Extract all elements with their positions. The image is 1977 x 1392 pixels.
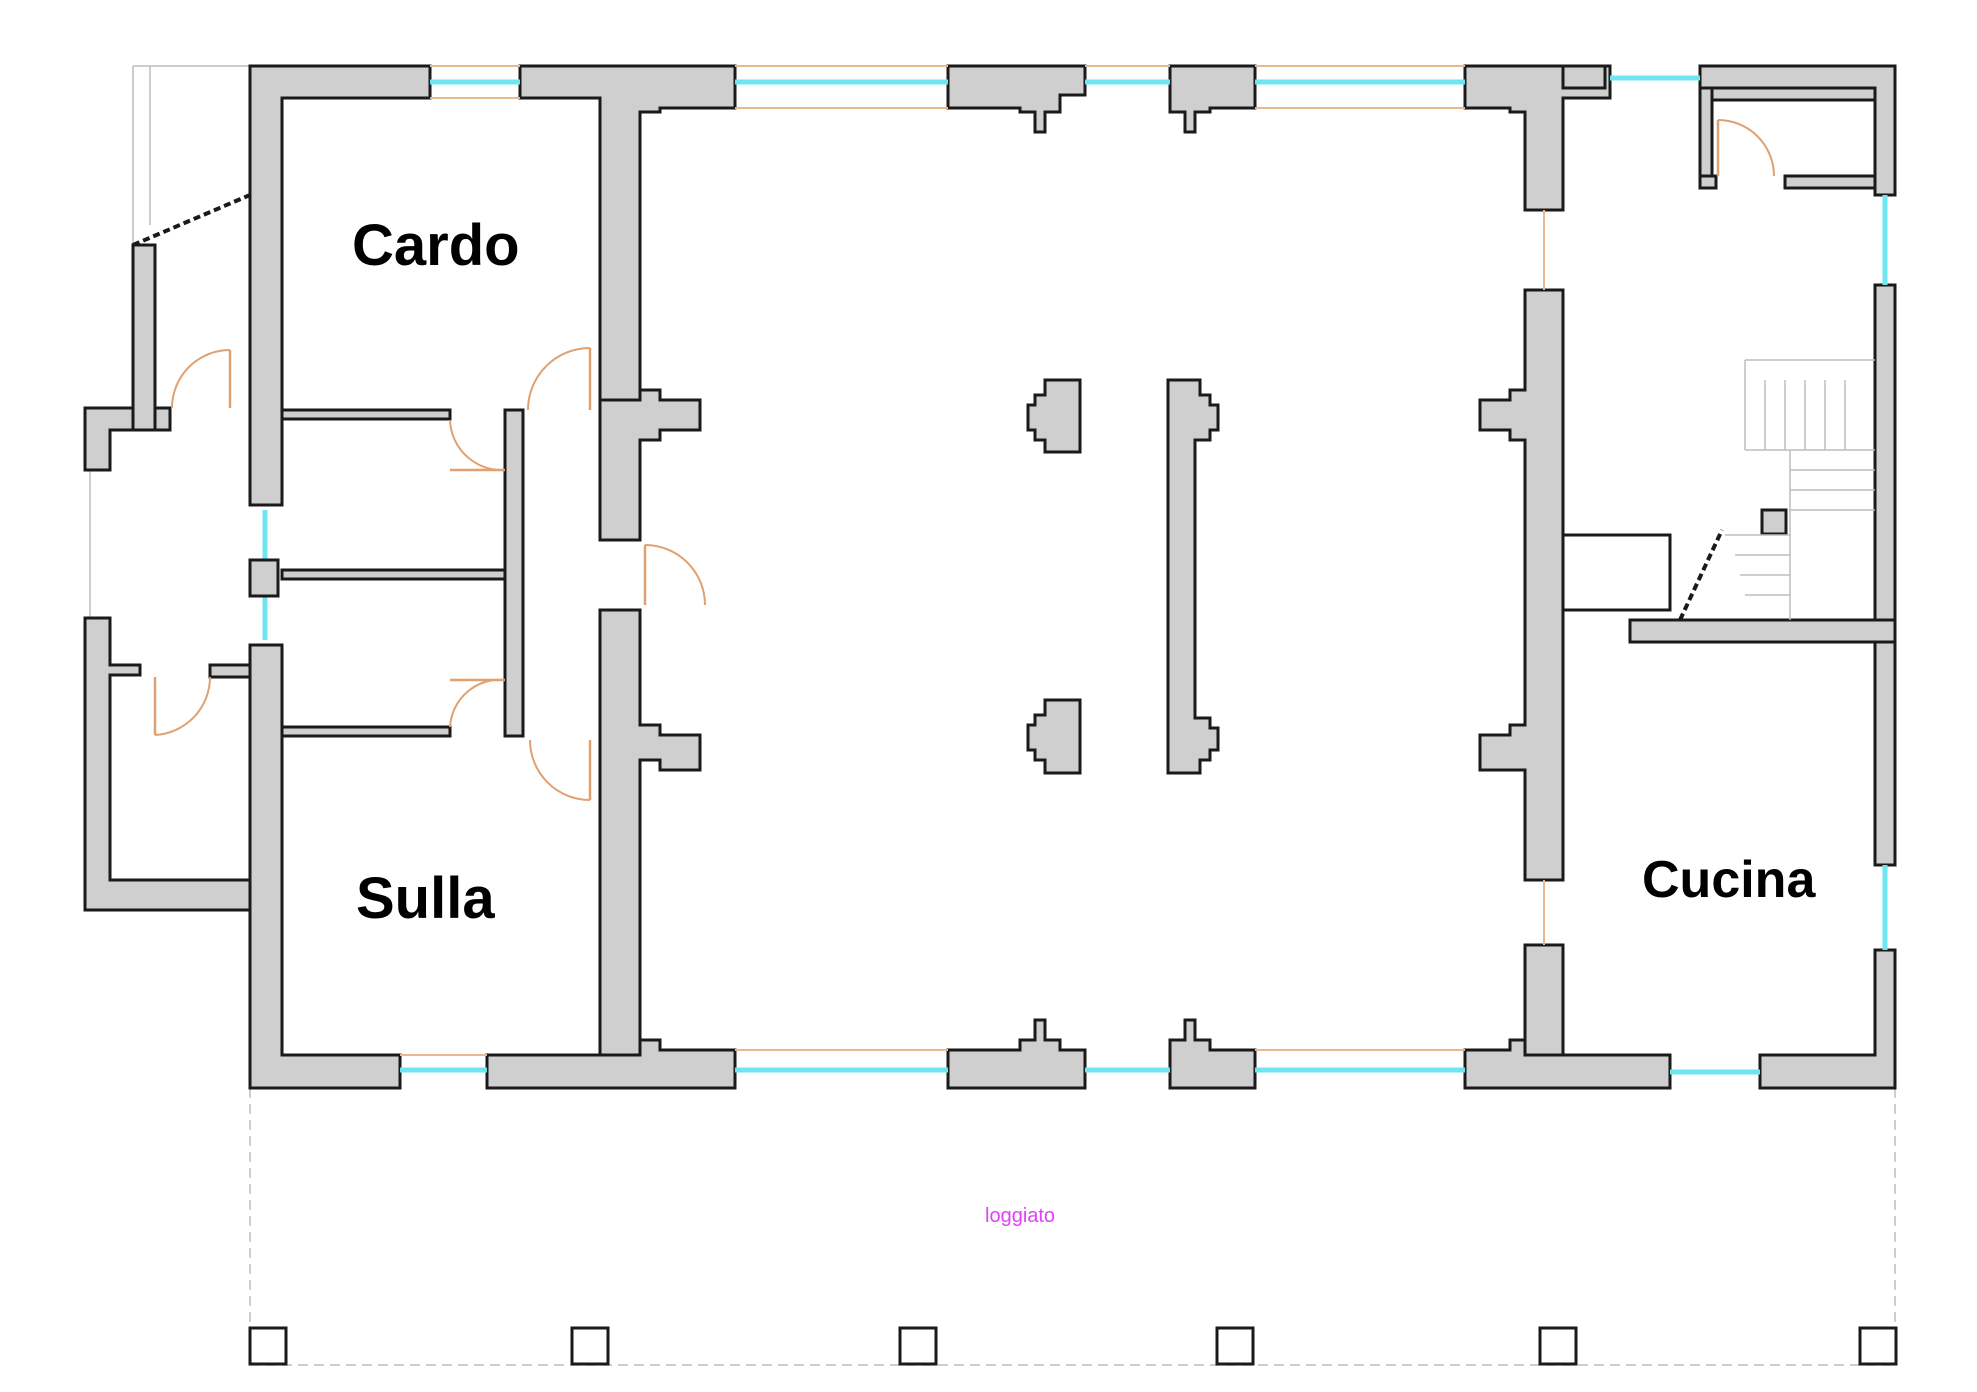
door-hall-west <box>643 544 706 606</box>
partition-vertical <box>503 408 525 738</box>
closet-wall-left <box>1698 86 1714 190</box>
room-label-sulla: Sulla <box>356 866 495 931</box>
door-annex-top <box>171 349 232 409</box>
closet-wall-bottom-a <box>1698 174 1718 190</box>
door-annex-bottom <box>153 676 212 736</box>
kitchen-wall-top <box>1628 618 1897 644</box>
room-label-cardo: Cardo <box>352 213 520 278</box>
column-lower-left <box>1026 698 1082 775</box>
partition-lower <box>280 725 452 738</box>
column-upper-left <box>1026 378 1082 454</box>
wall-bottom-pier-1 <box>946 1018 1087 1090</box>
wall-bottom-right <box>1463 948 1672 1090</box>
portico-post <box>898 1326 938 1366</box>
wall-east-hall <box>1478 288 1565 882</box>
door-corridor-lower <box>449 678 506 728</box>
wall-top-left-a <box>248 64 432 507</box>
right-wing <box>1561 86 1897 644</box>
partition-mid <box>280 568 509 581</box>
stair-newel <box>1760 508 1788 536</box>
wall-top-left-b <box>518 64 737 542</box>
wall-top-right-b <box>1561 64 1607 90</box>
wall-bottom-far-right <box>1758 948 1897 1090</box>
column-center-long <box>1166 378 1220 775</box>
doors <box>153 119 1775 801</box>
annex-wall-bottom <box>83 616 252 912</box>
portico-post <box>248 1326 288 1366</box>
wall-right-mid <box>1873 283 1897 867</box>
room-label-cucina: Cucina <box>1642 851 1816 909</box>
portico-post <box>1858 1326 1898 1366</box>
wall-west-hall-lower <box>598 608 702 1057</box>
partition-upper <box>280 408 452 421</box>
wall-east-hall-lower <box>1523 943 1565 1057</box>
wall-top-right <box>1463 64 1612 212</box>
annex-stair-wall <box>131 243 157 432</box>
closet-wall-top <box>1698 86 1877 102</box>
portico-label: loggiato <box>985 1205 1055 1227</box>
wall-west-hall-upper <box>598 388 702 542</box>
stair-landing <box>1561 533 1672 612</box>
wall-top-pier-2 <box>1168 64 1257 134</box>
portico-post <box>1538 1326 1578 1366</box>
door-corridor-upper <box>449 419 506 472</box>
exterior-walls <box>248 64 1897 1090</box>
portico-post <box>1215 1326 1255 1366</box>
left-wing <box>83 193 525 912</box>
wall-top-pier-1 <box>946 64 1087 134</box>
annex-wall-top <box>83 406 172 472</box>
guide-lines <box>89 65 1896 1366</box>
portico-post <box>570 1326 610 1366</box>
annex-small-pier <box>208 663 252 679</box>
stair-treads <box>1725 359 1875 620</box>
closet-wall-bottom-b <box>1783 174 1877 190</box>
door-closet <box>1716 119 1775 177</box>
interior-columns <box>1026 378 1220 775</box>
door-sulla <box>529 739 592 801</box>
wall-bottom-pier-2 <box>1168 1018 1257 1090</box>
portico-posts <box>248 1326 1898 1366</box>
door-cardo <box>527 347 592 411</box>
left-pier-mid <box>248 558 280 598</box>
stair-hatch-right <box>1678 529 1724 621</box>
